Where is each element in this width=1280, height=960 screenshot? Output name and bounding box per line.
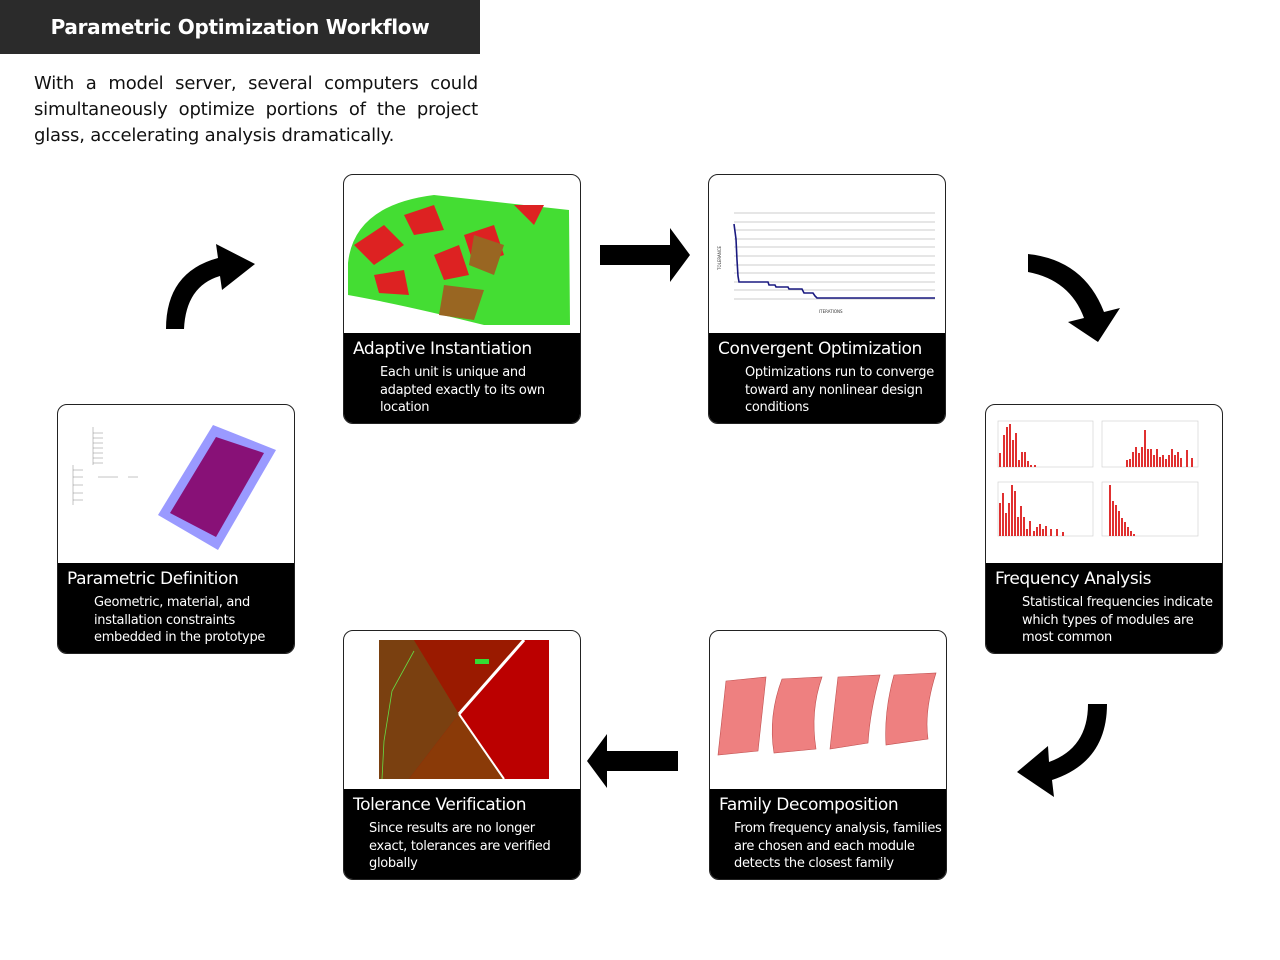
module-families-image bbox=[717, 672, 937, 756]
parametric-model-image bbox=[72, 425, 276, 550]
tolerance-closeup-image bbox=[379, 639, 549, 780]
arrow-right-icon bbox=[600, 228, 690, 282]
step-description: Geometric, material, and installation co… bbox=[94, 595, 266, 645]
curved-arrow-down-right-icon bbox=[1028, 254, 1120, 342]
step-title: Adaptive Instantiation bbox=[353, 339, 532, 359]
x-axis-label: ITERATIONS bbox=[819, 309, 843, 314]
step-convergent-optimization: ITERATIONS TOLERANCE Convergent Optimiza… bbox=[708, 174, 946, 424]
page-title: Parametric Optimization Workflow bbox=[0, 0, 480, 54]
step-description: Optimizations run to converge toward any… bbox=[745, 365, 934, 415]
step-title: Family Decomposition bbox=[719, 795, 899, 815]
step-title: Frequency Analysis bbox=[995, 569, 1152, 589]
curved-arrow-up-right-icon bbox=[166, 244, 255, 329]
frequency-histograms-image bbox=[997, 420, 1199, 537]
convergence-plot-image: ITERATIONS TOLERANCE bbox=[717, 212, 935, 314]
intro-text: With a model server, several computers c… bbox=[34, 73, 478, 146]
step-description: Each unit is unique and adapted exactly … bbox=[380, 365, 545, 415]
step-description: From frequency analysis, families are ch… bbox=[734, 821, 942, 871]
curved-arrow-down-left-icon bbox=[1017, 704, 1107, 797]
step-title: Parametric Definition bbox=[67, 569, 239, 589]
step-description: Since results are no longer exact, toler… bbox=[369, 821, 551, 871]
y-axis-label: TOLERANCE bbox=[717, 246, 722, 271]
adaptive-panels-image bbox=[348, 195, 570, 325]
step-title: Convergent Optimization bbox=[718, 339, 922, 359]
step-description: Statistical frequencies indicate which t… bbox=[1022, 595, 1213, 645]
arrow-left-icon bbox=[587, 734, 678, 788]
step-title: Tolerance Verification bbox=[353, 795, 527, 815]
